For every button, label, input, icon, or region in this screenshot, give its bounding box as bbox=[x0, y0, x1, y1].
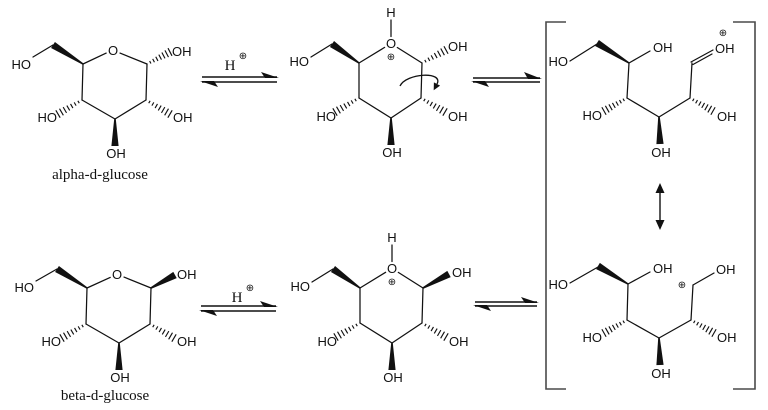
ring-oxygen-label: O bbox=[112, 267, 122, 282]
hash-bond bbox=[149, 47, 173, 64]
c5-oh-label: OH bbox=[653, 261, 673, 276]
resonance-arrow bbox=[655, 183, 665, 230]
ch2oh-ho-label: HO bbox=[12, 57, 32, 72]
wedge-bond bbox=[150, 271, 177, 289]
c3-oh-label: OH bbox=[383, 370, 403, 385]
hash-bond bbox=[152, 324, 177, 343]
hash-bond bbox=[424, 45, 449, 63]
ring-bonds bbox=[32, 44, 148, 120]
ch2oh-ho-label: HO bbox=[291, 279, 311, 294]
anomeric-oh-label: OH bbox=[448, 39, 468, 54]
hplus-label: H bbox=[232, 290, 243, 306]
ring-bonds bbox=[35, 268, 152, 344]
c2-oh-label: OH bbox=[449, 334, 469, 349]
proton-h-label: H bbox=[386, 5, 395, 20]
chain-bonds bbox=[569, 266, 715, 339]
c2-oh-label: OH bbox=[173, 110, 193, 125]
hash-bond bbox=[59, 324, 84, 343]
structure-name-label: beta-d-glucose bbox=[61, 388, 150, 404]
alpha-glucose-protonated-structure: H O ⊕ HO OH OH OH HO bbox=[290, 5, 468, 160]
beta-d-glucose-structure: HO O OH OH OH HO beta-d-glucose bbox=[15, 265, 197, 404]
equilibrium-arrow-bottom-ring-opening bbox=[473, 297, 539, 311]
ring-bonds bbox=[310, 19, 423, 119]
equilibrium-arrow-top-ring-opening bbox=[471, 72, 542, 87]
wedge-bond bbox=[656, 337, 664, 366]
hash-bond bbox=[423, 98, 448, 117]
c1-oh-label: OH bbox=[715, 41, 735, 56]
right-bracket bbox=[733, 21, 756, 390]
hplus-charge-icon: ⊕ bbox=[246, 283, 254, 294]
hplus-charge-icon: ⊕ bbox=[239, 51, 247, 62]
equilibrium-arrow-top-protonation: H ⊕ bbox=[200, 51, 279, 87]
wedge-bond bbox=[656, 116, 664, 145]
c3-oh-label: OH bbox=[110, 370, 130, 385]
wedge-bond bbox=[595, 39, 630, 64]
c4-ho-label: HO bbox=[42, 334, 62, 349]
c4-ho-label: HO bbox=[317, 109, 337, 124]
wedge-bond bbox=[387, 118, 395, 145]
proton-h-label: H bbox=[387, 230, 396, 245]
curved-arrow-head bbox=[433, 82, 441, 91]
ch2oh-ho-label: HO bbox=[15, 280, 35, 295]
c4-ho-label: HO bbox=[583, 108, 603, 123]
wedge-bond bbox=[329, 41, 360, 64]
ch2oh-ho-label: HO bbox=[549, 277, 569, 292]
c2-oh-label: OH bbox=[717, 109, 737, 124]
ch2oh-ho-label: HO bbox=[290, 54, 310, 69]
ring-bonds bbox=[311, 244, 424, 344]
hash-bond bbox=[693, 320, 717, 338]
ch2oh-ho-label: HO bbox=[549, 54, 569, 69]
wedge-bond bbox=[51, 41, 84, 65]
c3-oh-label: OH bbox=[106, 146, 126, 161]
wedge-bond bbox=[55, 265, 88, 289]
c3-oh-label: OH bbox=[651, 366, 671, 381]
wedge-bond bbox=[388, 343, 396, 370]
hash-bond bbox=[692, 98, 716, 116]
anomeric-oh-label: OH bbox=[172, 44, 192, 59]
alpha-d-glucose-structure: HO O OH OH OH HO alpha-d-glucose bbox=[12, 41, 193, 183]
hash-bond bbox=[332, 98, 357, 117]
c2-oh-label: OH bbox=[177, 334, 197, 349]
anomeric-oh-label: OH bbox=[452, 265, 472, 280]
c3-oh-label: OH bbox=[651, 145, 671, 160]
oxygen-charge-icon: ⊕ bbox=[388, 277, 396, 288]
ring-oxygen-label: O bbox=[108, 43, 118, 58]
wedge-bond bbox=[330, 266, 361, 289]
hash-bond bbox=[601, 98, 625, 116]
chain-bonds bbox=[569, 43, 714, 118]
ring-oxygen-label: O bbox=[387, 261, 397, 276]
ring-oxygen-label: O bbox=[386, 36, 396, 51]
hash-bond bbox=[55, 100, 80, 119]
open-chain-oxocarbenium-top: HO OH HO OH OH OH ⊕ bbox=[549, 28, 737, 160]
anomeric-oh-label: OH bbox=[177, 267, 197, 282]
hplus-label: H bbox=[225, 58, 236, 74]
wedge-bond bbox=[115, 343, 123, 370]
structure-name-label: alpha-d-glucose bbox=[52, 167, 148, 183]
curved-rotation-arrow bbox=[399, 74, 439, 87]
wedge-bond bbox=[422, 270, 451, 289]
c4-ho-label: HO bbox=[38, 110, 58, 125]
wedge-bond bbox=[111, 119, 119, 146]
hash-bond bbox=[333, 323, 358, 342]
hash-bond bbox=[148, 100, 173, 119]
c4-ho-label: HO bbox=[318, 334, 338, 349]
oxygen-charge-icon: ⊕ bbox=[387, 52, 395, 63]
equilibrium-arrow-bottom-protonation: H ⊕ bbox=[199, 283, 278, 316]
c2-oh-label: OH bbox=[448, 109, 468, 124]
c1-charge-icon: ⊕ bbox=[719, 28, 727, 39]
c2-oh-label: OH bbox=[717, 330, 737, 345]
c3-oh-label: OH bbox=[382, 145, 402, 160]
hash-bond bbox=[601, 320, 625, 338]
open-chain-cation-bottom: HO OH HO OH OH OH ⊕ bbox=[549, 261, 737, 381]
hash-bond bbox=[424, 323, 449, 342]
left-bracket bbox=[545, 21, 566, 390]
c4-ho-label: HO bbox=[583, 330, 603, 345]
beta-glucose-protonated-structure: H O ⊕ HO OH OH OH HO bbox=[291, 230, 472, 385]
c5-oh-label: OH bbox=[653, 40, 673, 55]
c1-oh-label: OH bbox=[716, 262, 736, 277]
c1-charge-icon: ⊕ bbox=[678, 280, 686, 291]
wedge-bond bbox=[596, 262, 629, 285]
